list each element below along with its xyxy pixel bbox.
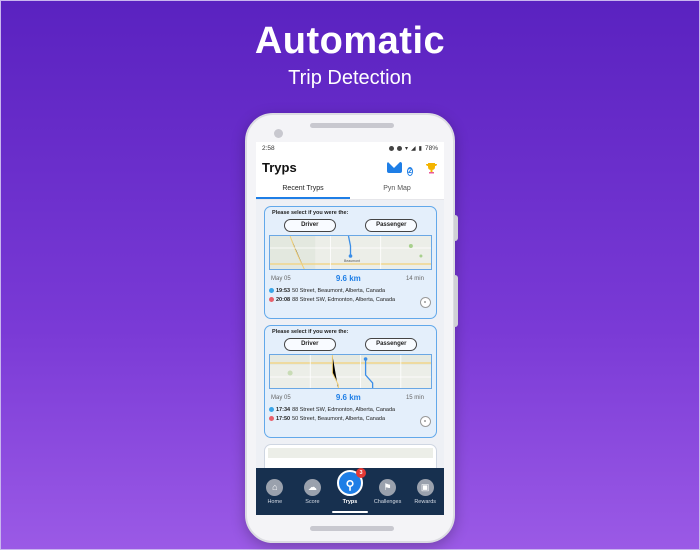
notification-count: 2 (407, 166, 413, 176)
notification-pin-icon[interactable]: 2 (407, 160, 420, 176)
trophy-icon[interactable] (425, 161, 438, 174)
tab-pyn-map[interactable]: Pyn Map (383, 185, 411, 192)
driver-button[interactable]: Driver (283, 219, 336, 232)
nav-tryps[interactable]: ⚲ 3 Tryps (333, 468, 367, 505)
nav-home[interactable]: ⌂ Home (258, 479, 292, 505)
hero-subtitle: Trip Detection (288, 67, 412, 89)
passenger-button[interactable]: Passenger (365, 338, 418, 351)
trip-card[interactable]: Please select if you were the: Driver Pa… (264, 206, 437, 319)
nav-label: Tryps (342, 499, 358, 505)
flag-icon: ⚑ (379, 479, 397, 496)
trip-card[interactable]: Please select if you were the: Driver Pa… (264, 325, 437, 438)
battery-level: 78% (424, 144, 438, 152)
end-address: 88 Street SW, Edmonton, Alberta, Canada (292, 296, 396, 303)
status-time: 2:58 (262, 144, 275, 152)
role-prompt: Please select if you were the: (272, 210, 349, 216)
passenger-button[interactable]: Passenger (365, 219, 418, 232)
role-prompt: Please select if you were the: (272, 329, 349, 335)
trip-end: 17:50 50 Street, Beaumont, Alberta, Cana… (269, 414, 432, 423)
app-header: Tryps 2 (256, 154, 444, 180)
phone-speaker (310, 123, 394, 128)
steering-wheel-icon[interactable] (420, 297, 431, 308)
phone-device: 2:58 ▾ ◢ ▮ 78% Tryps 2 (245, 113, 458, 543)
map-pin-icon: ⚲ 3 (336, 468, 366, 496)
end-time: 20:08 (276, 296, 291, 303)
cloud-icon: ☁ (303, 479, 321, 496)
power-button (454, 275, 458, 327)
end-address: 50 Street, Beaumont, Alberta, Canada (292, 415, 386, 422)
system-nav-strip (256, 508, 444, 515)
end-time: 17:50 (276, 415, 291, 422)
page-title: Tryps (262, 159, 297, 175)
trip-map[interactable] (269, 354, 432, 389)
trip-start: 19:53 50 Street, Beaumont, Alberta, Cana… (269, 286, 432, 295)
hero-title: Automatic (254, 20, 446, 62)
start-dot-icon (269, 288, 274, 293)
bottom-nav: ⌂ Home ☁ Score ⚲ 3 Tryps ⚑ Challenges ▣ … (256, 468, 444, 508)
signal-icon: ◢ (411, 145, 416, 152)
home-icon: ⌂ (266, 479, 284, 496)
start-address: 88 Street SW, Edmonton, Alberta, Canada (292, 406, 396, 413)
trip-end: 20:08 88 Street SW, Edmonton, Alberta, C… (269, 295, 432, 304)
nav-challenges[interactable]: ⚑ Challenges (371, 479, 405, 505)
trip-distance: 9.6 km (335, 393, 361, 402)
start-dot-icon (269, 407, 274, 412)
end-dot-icon (269, 416, 274, 421)
driver-button[interactable]: Driver (283, 338, 336, 351)
nav-label: Challenges (373, 499, 402, 505)
gift-icon: ▣ (416, 479, 434, 496)
gesture-bar[interactable] (332, 511, 368, 513)
phone-screen: 2:58 ▾ ◢ ▮ 78% Tryps 2 (256, 142, 444, 515)
nav-label: Score (305, 499, 320, 505)
steering-wheel-icon[interactable] (420, 416, 431, 427)
status-bar: 2:58 ▾ ◢ ▮ 78% (256, 142, 444, 154)
sync-icon (397, 145, 403, 151)
tryps-badge: 3 (355, 468, 366, 478)
nav-rewards[interactable]: ▣ Rewards (408, 479, 442, 505)
phone-camera (274, 129, 283, 138)
nav-score[interactable]: ☁ Score (295, 479, 329, 505)
trip-list[interactable]: Please select if you were the: Driver Pa… (256, 200, 444, 468)
trip-start: 17:34 88 Street SW, Edmonton, Alberta, C… (269, 405, 432, 414)
trip-distance: 9.6 km (335, 274, 361, 283)
mail-icon[interactable] (387, 161, 402, 173)
volume-button (454, 215, 458, 241)
nav-label: Home (267, 499, 283, 505)
trip-date: May 05 (271, 394, 291, 401)
phone-bottom-speaker (310, 526, 394, 531)
battery-icon: ▮ (418, 145, 422, 152)
start-time: 19:53 (276, 287, 291, 294)
wifi-icon: ▾ (405, 145, 409, 152)
trip-duration: 15 min (405, 394, 424, 401)
alarm-icon (389, 145, 395, 151)
trip-map-partial (268, 448, 433, 458)
start-time: 17:34 (276, 406, 291, 413)
trip-duration: 14 min (405, 275, 424, 282)
end-dot-icon (269, 297, 274, 302)
trip-card-partial[interactable] (264, 444, 437, 468)
trip-map[interactable]: Beaumont (269, 235, 432, 270)
map-pin-glyph: ⚲ (345, 478, 355, 492)
nav-label: Rewards (414, 499, 437, 505)
start-address: 50 Street, Beaumont, Alberta, Canada (292, 287, 386, 294)
tab-recent-tryps[interactable]: Recent Tryps (256, 180, 350, 199)
trip-date: May 05 (271, 275, 291, 282)
map-place-label: Beaumont (344, 259, 360, 263)
tab-bar: Recent Tryps Pyn Map (256, 180, 444, 200)
